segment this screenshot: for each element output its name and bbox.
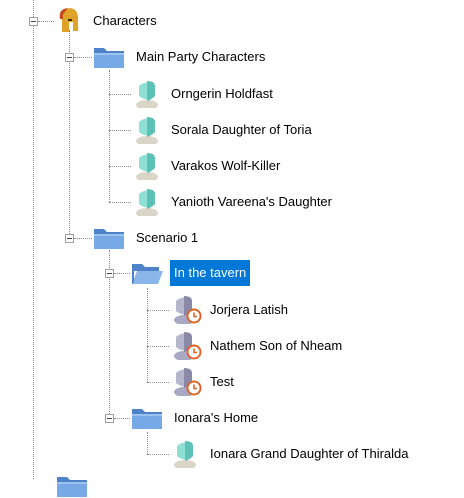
tree-guide-line (114, 273, 130, 274)
folder-icon (56, 474, 88, 498)
collapse-toggle-ionara-home[interactable] (105, 414, 114, 423)
tree-node-main-party[interactable]: Main Party Characters (136, 49, 266, 64)
tree-guide-line (109, 166, 131, 167)
tree-node-character[interactable]: Jorjera Latish (210, 302, 289, 317)
spartan-helmet-icon (56, 7, 82, 33)
tree-node-characters[interactable]: Characters (93, 13, 157, 28)
tree-guide-line (74, 57, 92, 58)
tree-guide-line (147, 346, 169, 347)
tree-node-scenario[interactable]: Scenario 1 (136, 230, 199, 245)
folder-open-icon (131, 261, 163, 285)
tree-guide-line (109, 70, 110, 202)
character-tree: Characters Main Party Characters Orngeri… (29, 0, 409, 479)
character-icon (134, 188, 160, 216)
tree-node-ionara-home[interactable]: Ionara's Home (174, 410, 259, 425)
tree-node-tavern[interactable]: In the tavern (170, 260, 251, 286)
collapse-toggle-main-party[interactable] (65, 53, 74, 62)
timed-character-icon (172, 332, 202, 360)
tree-guide-line (114, 418, 130, 419)
tree-guide-line (33, 0, 34, 479)
character-icon (134, 80, 160, 108)
collapse-toggle-scenario[interactable] (65, 234, 74, 243)
tree-guide-line (147, 288, 148, 382)
tree-guide-line (74, 238, 92, 239)
character-icon (134, 116, 160, 144)
tree-node-character[interactable]: Sorala Daughter of Toria (171, 122, 312, 137)
tree-guide-line (147, 310, 169, 311)
tree-guide-line (109, 94, 131, 95)
timed-character-icon (172, 368, 202, 396)
tree-node-character[interactable]: Orngerin Holdfast (171, 86, 273, 101)
collapse-toggle-characters[interactable] (29, 17, 38, 26)
character-icon (134, 152, 160, 180)
tree-node-character[interactable]: Yanioth Vareena's Daughter (171, 194, 332, 209)
character-icon (172, 440, 198, 468)
tree-node-character[interactable]: Varakos Wolf-Killer (171, 158, 281, 173)
tree-node-character[interactable]: Nathem Son of Nheam (210, 338, 343, 353)
tree-guide-line (109, 202, 131, 203)
tree-node-character[interactable]: Ionara Grand Daughter of Thiralda (210, 446, 409, 461)
tree-guide-line (109, 130, 131, 131)
tree-guide-line (147, 454, 169, 455)
folder-icon (93, 45, 125, 69)
tree-guide-line (109, 250, 110, 418)
tree-guide-line (69, 30, 70, 238)
folder-icon (131, 406, 163, 430)
folder-icon (93, 226, 125, 250)
collapse-toggle-tavern[interactable] (105, 269, 114, 278)
tree-guide-line (147, 382, 169, 383)
tree-guide-line (38, 21, 54, 22)
tree-node-character[interactable]: Test (210, 374, 234, 389)
timed-character-icon (172, 296, 202, 324)
tree-guide-line (147, 432, 148, 454)
